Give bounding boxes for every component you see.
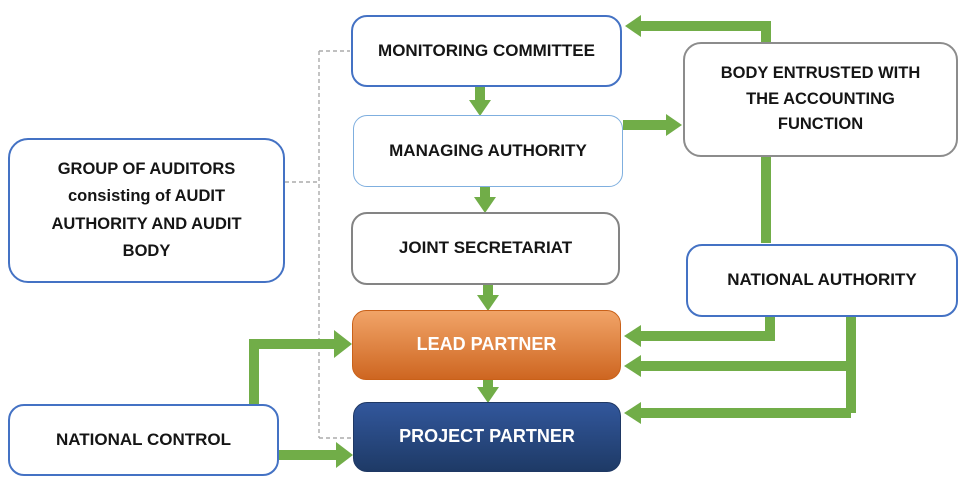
- arrow-national-authority-to-project: [624, 402, 851, 424]
- arrow-national-authority-to-lead-1: [624, 317, 775, 347]
- node-managing-authority: MANAGING AUTHORITY: [353, 115, 623, 187]
- node-project-partner: PROJECT PARTNER: [353, 402, 621, 472]
- arrow-accounting-body-to-monitoring: [625, 15, 771, 42]
- node-body-accounting-function: BODY ENTRUSTED WITH THE ACCOUNTING FUNCT…: [683, 42, 958, 157]
- arrow-lead-to-project: [477, 380, 499, 403]
- arrow-national-control-to-lead: [249, 330, 352, 404]
- node-national-authority: NATIONAL AUTHORITY: [686, 244, 958, 317]
- arrow-managing-to-accounting-body: [623, 114, 682, 136]
- arrow-managing-to-secretariat: [474, 187, 496, 213]
- node-national-control: NATIONAL CONTROL: [8, 404, 279, 476]
- arrow-national-authority-to-lead-2: [624, 317, 856, 413]
- node-joint-secretariat: JOINT SECRETARIAT: [351, 212, 620, 285]
- node-lead-partner: LEAD PARTNER: [352, 310, 621, 380]
- arrow-national-control-to-project: [279, 442, 353, 468]
- arrow-secretariat-to-lead: [477, 285, 499, 311]
- dashed-auditors-link: [285, 50, 352, 439]
- node-monitoring-committee: MONITORING COMMITTEE: [351, 15, 622, 87]
- node-group-of-auditors: GROUP OF AUDITORS consisting of AUDIT AU…: [8, 138, 285, 283]
- arrow-monitoring-to-managing: [469, 87, 491, 116]
